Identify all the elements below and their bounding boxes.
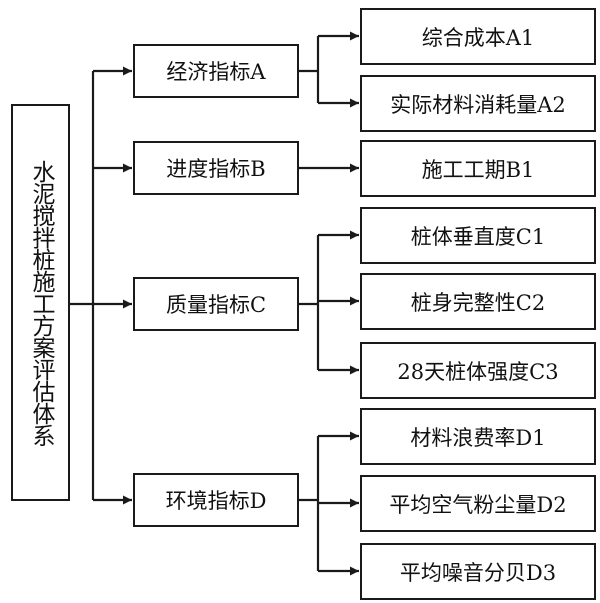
category-node-c: 质量指标C [133, 277, 299, 331]
category-label-c: 质量指标C [165, 293, 267, 317]
category-node-d: 环境指标D [133, 473, 299, 527]
category-label-a: 经济指标A [166, 60, 266, 84]
indicator-label-d2: 平均空气粉尘量D2 [389, 492, 567, 517]
indicator-label-a1: 综合成本A1 [421, 25, 535, 50]
indicator-node-c3: 28天桩体强度C3 [360, 342, 596, 399]
category-label-b: 进度指标B [166, 157, 266, 181]
indicator-node-c1: 桩体垂直度C1 [360, 207, 596, 264]
category-label-d: 环境指标D [165, 489, 267, 513]
indicator-label-c3: 28天桩体强度C3 [397, 359, 559, 384]
indicator-label-a2: 实际材料消耗量A2 [390, 92, 566, 117]
root-node: 水泥搅拌桩施工方案评估体系 [11, 104, 70, 501]
category-node-b: 进度指标B [133, 141, 299, 195]
indicator-label-c1: 桩体垂直度C1 [410, 224, 546, 249]
indicator-node-d2: 平均空气粉尘量D2 [360, 475, 596, 532]
indicator-node-d3: 平均噪音分贝D3 [360, 543, 596, 600]
indicator-node-d1: 材料浪费率D1 [360, 408, 596, 465]
indicator-node-a1: 综合成本A1 [360, 8, 596, 65]
indicator-node-c2: 桩身完整性C2 [360, 273, 596, 330]
indicator-node-b1: 施工工期B1 [360, 140, 596, 197]
root-label: 水泥搅拌桩施工方案评估体系 [28, 159, 54, 446]
indicator-label-d3: 平均噪音分贝D3 [399, 560, 557, 585]
indicator-node-a2: 实际材料消耗量A2 [360, 75, 596, 132]
indicator-label-c2: 桩身完整性C2 [410, 290, 546, 315]
indicator-label-d1: 材料浪费率D1 [410, 425, 546, 450]
category-node-a: 经济指标A [133, 44, 299, 98]
indicator-label-b1: 施工工期B1 [421, 157, 535, 182]
